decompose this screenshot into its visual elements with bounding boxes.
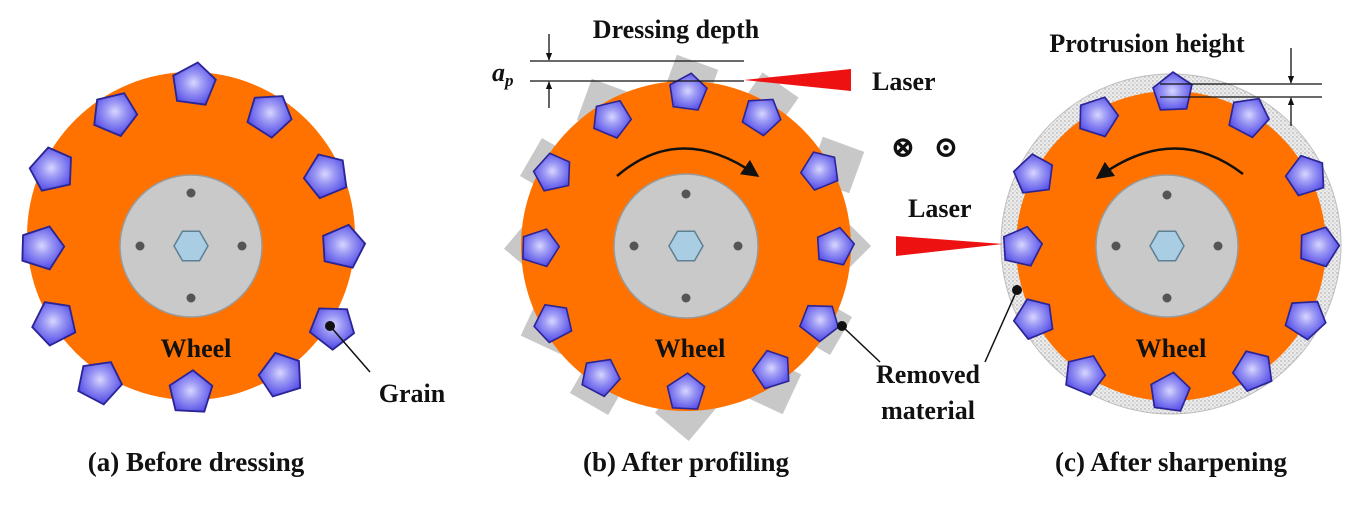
laser-label: Laser <box>908 194 972 223</box>
grain-icon <box>172 61 217 106</box>
hub-bolt <box>135 241 145 251</box>
panel-a-grains <box>21 61 367 413</box>
grain-icon <box>1150 371 1191 412</box>
laser-beam-icon <box>744 69 851 91</box>
hub-bolt <box>186 188 196 198</box>
panel-c-grains <box>1002 71 1341 412</box>
hub-bolt <box>237 241 247 251</box>
panel-a: Wheel Grain (a) Before dressing <box>21 61 446 477</box>
hub-bolt <box>1111 241 1121 251</box>
grain-icon <box>533 303 573 344</box>
hub-bolt <box>629 241 639 251</box>
laser-label: Laser <box>872 67 936 96</box>
hub-group <box>119 174 263 318</box>
wheel-label: Wheel <box>655 334 726 363</box>
caption-b: (b) After profiling <box>583 447 789 477</box>
grain-icon <box>246 95 293 139</box>
into-page-symbol: ⊗ <box>890 131 915 164</box>
panel-b: Wheel Dressing depth ap Laser Removed ma… <box>492 15 981 477</box>
grain-icon <box>31 301 77 347</box>
grain-icon <box>302 153 348 200</box>
removed-label-line2: material <box>881 396 975 425</box>
hub-bolt <box>1213 241 1223 251</box>
grain-pointer-line <box>329 325 371 373</box>
hex-nut-icon <box>173 230 209 262</box>
grain-icon <box>1065 354 1107 397</box>
hub-bolt <box>1162 190 1172 200</box>
grain-icon <box>1012 153 1054 194</box>
hub-group <box>613 173 759 319</box>
panel-c: Wheel Protrusion height Laser (c) After … <box>896 29 1342 477</box>
laser-beam-icon <box>896 236 1003 256</box>
hub-group <box>1095 174 1239 318</box>
grain-icon <box>798 304 840 343</box>
grain-icon <box>816 226 856 266</box>
removed-pointer-line <box>984 289 1018 363</box>
grain-icon <box>799 151 839 192</box>
grain-icon <box>669 72 708 111</box>
hub-bolt <box>733 241 743 251</box>
hub-bolt <box>186 293 196 303</box>
grain-icon <box>1079 96 1120 138</box>
removed-pointer-line <box>841 325 881 363</box>
grain-icon <box>522 228 561 268</box>
grain-icon <box>532 152 571 192</box>
dressing-depth-label: Dressing depth <box>593 15 760 44</box>
grain-icon <box>168 369 214 413</box>
caption-c: (c) After sharpening <box>1055 447 1287 477</box>
removed-label-line1: Removed <box>876 360 981 389</box>
grain-icon <box>581 358 622 398</box>
depth-symbol: ap <box>492 58 514 90</box>
grain-icon <box>1002 225 1044 267</box>
hub-bolt <box>1162 293 1172 303</box>
hub-bolt <box>681 189 691 199</box>
grain-icon <box>257 351 302 398</box>
grain-icon <box>21 225 66 271</box>
grain-icon <box>1284 300 1327 341</box>
grain-icon <box>593 99 633 139</box>
grain-icon <box>751 349 790 390</box>
panel-b-grains <box>522 72 856 410</box>
grain-icon <box>322 223 367 269</box>
grain-icon <box>93 92 139 138</box>
grain-icon <box>1284 154 1325 197</box>
hub-bolt <box>681 293 691 303</box>
rotation-arrow-icon <box>1095 147 1244 180</box>
hex-nut-icon <box>668 230 704 262</box>
grain-icon <box>28 146 72 192</box>
grain-icon <box>77 361 124 406</box>
wheel-label: Wheel <box>161 334 232 363</box>
grain-icon <box>741 98 782 137</box>
grain-icon <box>1152 71 1193 111</box>
grain-icon <box>1300 226 1341 268</box>
grain-icon <box>1012 298 1054 341</box>
grain-label: Grain <box>379 379 446 408</box>
caption-a: (a) Before dressing <box>88 447 305 477</box>
grain-icon <box>1231 350 1273 393</box>
protrusion-label: Protrusion height <box>1049 29 1245 58</box>
wheel-label: Wheel <box>1136 334 1207 363</box>
out-of-page-symbol: ⊙ <box>933 131 958 164</box>
hex-nut-icon <box>1149 230 1185 262</box>
grain-icon <box>1228 97 1271 139</box>
grain-icon <box>666 372 706 410</box>
rotation-arrow-icon <box>616 147 760 177</box>
